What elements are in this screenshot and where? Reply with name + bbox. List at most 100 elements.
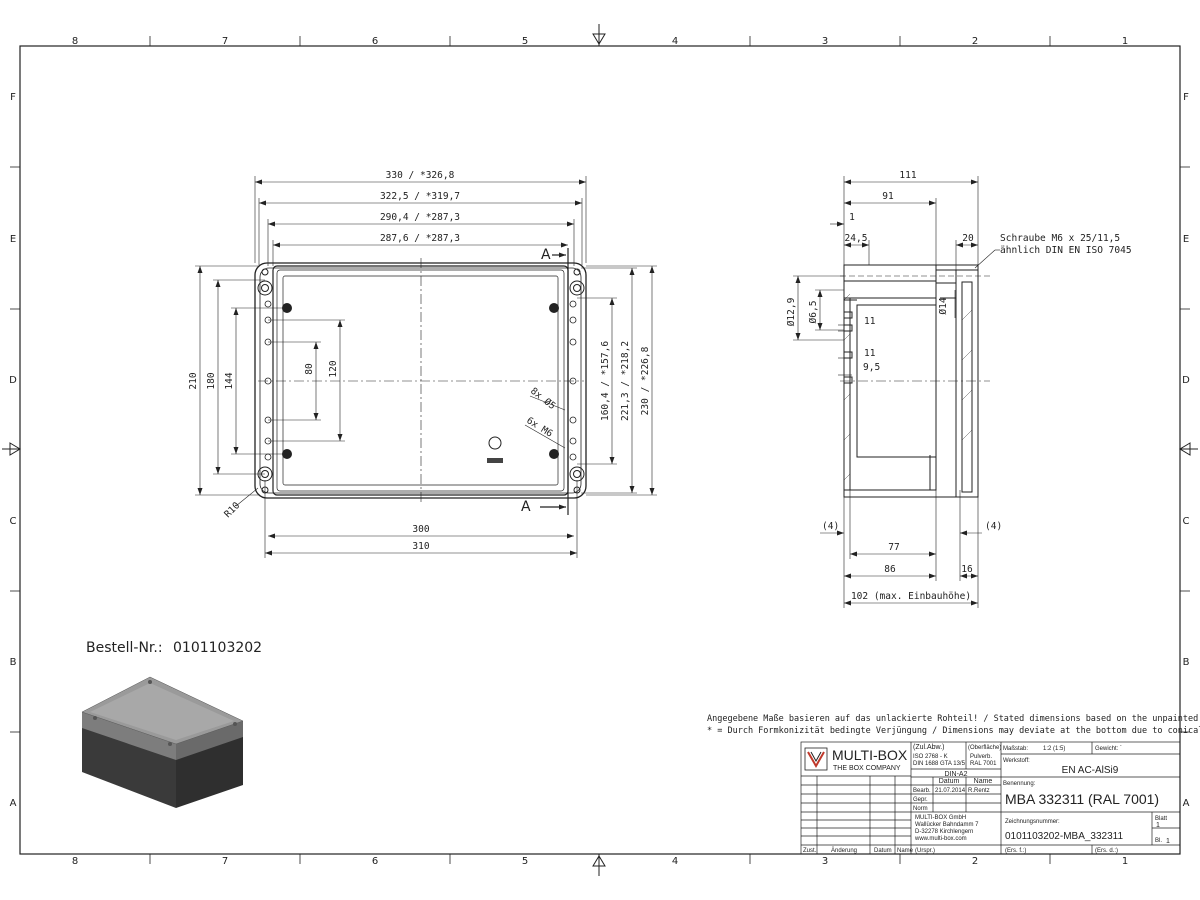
iso-2768: ISO 2768 - K	[913, 754, 948, 760]
grid-row-left-e: E	[10, 234, 16, 245]
dim-330: 330 / *326,8	[386, 170, 455, 181]
grid-row-right-f: F	[1183, 92, 1189, 103]
grid-row-left-d: D	[9, 375, 17, 386]
grid-col-top-4: 5	[522, 36, 528, 47]
bearb-date: 21.07.2014	[935, 788, 966, 794]
blatt-label: Blatt	[1155, 816, 1167, 822]
dim-144: 144	[224, 372, 235, 389]
brand-tagline: THE BOX COMPANY	[833, 765, 901, 772]
dim-300: 300	[412, 524, 429, 535]
grid-row-right-e: E	[1183, 234, 1189, 245]
side-dim-lines	[793, 176, 1000, 608]
logo-mark	[487, 458, 503, 463]
dim-80: 80	[304, 363, 315, 375]
ursp-label: (Urspr.)	[915, 848, 935, 854]
benennung-label: Benennung:	[1003, 781, 1036, 787]
grid-col-bot-2: 7	[222, 856, 228, 867]
gepr-label: Gepr.	[913, 797, 928, 803]
section-a-marker	[540, 248, 569, 515]
side-dim-d14: Ø14	[938, 297, 949, 314]
side-hatch	[843, 293, 973, 481]
dim-160-4: 160,4 / *157,6	[600, 341, 611, 421]
side-dim-d12-9: Ø12,9	[786, 297, 797, 326]
side-view: 111 91 1 24,5 20 Ø12,9 Ø6,5 11 11 9,5 Ø1…	[786, 170, 1132, 608]
name2-label: Name	[897, 848, 914, 854]
grid-row-left-b: B	[10, 657, 17, 668]
grid-col-bot-8: 1	[1122, 856, 1128, 867]
sheet-frame	[19, 45, 1181, 855]
zul-abw: (Zul.Abw.)	[913, 744, 945, 751]
dim-230: 230 / *226,8	[640, 346, 651, 415]
note-conical: * = Durch Formkonizität bedingte Verjüng…	[707, 726, 1200, 736]
grid-labels: 8 7 6 5 4 3 2 1 8 7 6 5 4 3 2 1 F E D C …	[9, 36, 1190, 867]
company-web: www.multi-box.com	[914, 836, 967, 842]
dim-287-6: 287,6 / *287,3	[380, 233, 460, 244]
centering-marks	[2, 24, 1198, 876]
dim-120: 120	[328, 360, 339, 377]
side-dim-91: 91	[882, 191, 894, 202]
ers-d-label: (Ers. d.:)	[1095, 848, 1118, 854]
ral-7001: RAL 7001	[970, 761, 997, 767]
oberflaeche: (Oberfläche)	[968, 745, 1001, 751]
holes-8x-d5: 8x Ø5	[528, 386, 557, 412]
grid-row-left-a: A	[10, 798, 17, 809]
din-a2: DIN-A2	[945, 771, 968, 778]
grid-row-right-b: B	[1183, 657, 1190, 668]
enclosure-3d-image	[81, 676, 244, 808]
massstab-value: 1:2 (1:5)	[1043, 746, 1065, 752]
werkstoff-value: EN AC-AlSi9	[1062, 765, 1119, 776]
dim-210: 210	[188, 372, 199, 389]
side-dim-16: 16	[961, 564, 973, 575]
benennung-value: MBA 332311 (RAL 7001)	[1005, 791, 1159, 807]
datum2-label: Datum	[874, 848, 892, 854]
center-hole	[488, 436, 502, 450]
grid-col-top-6: 3	[822, 36, 828, 47]
side-dim-d6-5: Ø6,5	[808, 301, 819, 324]
grid-col-bot-5: 4	[672, 856, 678, 867]
pulverb: Pulverb.	[970, 754, 992, 760]
grid-col-top-1: 8	[72, 36, 78, 47]
grid-col-top-3: 6	[372, 36, 378, 47]
datum-header: Datum	[939, 778, 960, 785]
name-header: Name	[974, 778, 993, 785]
dim-180: 180	[206, 372, 217, 389]
bearb-name: R.Rentz	[968, 788, 990, 794]
side-holes	[264, 300, 577, 461]
werkstoff-label: Werkstoff:	[1003, 758, 1030, 764]
gewicht-label: Gewicht: ´	[1095, 746, 1122, 752]
grid-col-top-7: 2	[972, 36, 978, 47]
din-1688: DIN 1688 GTA 13/5	[913, 761, 966, 767]
company-city: D-32278 Kirchlengern	[915, 829, 973, 835]
zeichnungsnummer-value: 0101103202-MBA_332311	[1005, 831, 1124, 842]
side-dim-4-right: (4)	[985, 521, 1002, 532]
side-dim-86: 86	[884, 564, 896, 575]
brand-name: MULTI-BOX	[832, 747, 908, 763]
side-dim-20: 20	[962, 233, 974, 244]
front-view-outline	[254, 258, 587, 503]
grid-ticks	[10, 36, 1190, 864]
aenderung-label: Änderung	[831, 847, 857, 854]
side-dim-1: 1	[849, 212, 855, 223]
front-view: A A	[188, 170, 657, 558]
grid-row-left-f: F	[10, 92, 16, 103]
bl-value: 1	[1166, 838, 1170, 845]
massstab-label: Maßstab:	[1003, 746, 1028, 752]
norm-label: Norm	[913, 806, 928, 812]
side-dim-11b: 11	[864, 348, 876, 359]
grid-col-bot-3: 6	[372, 856, 378, 867]
title-block: MULTI-BOX THE BOX COMPANY (Zul.Abw.) ISO…	[800, 741, 1181, 855]
side-dim-11a: 11	[864, 316, 876, 327]
grid-row-right-d: D	[1182, 375, 1190, 386]
side-dim-111: 111	[899, 170, 916, 181]
side-dim-24-5: 24,5	[845, 233, 868, 244]
side-view-section	[840, 264, 990, 498]
grid-col-bot-4: 5	[522, 856, 528, 867]
ers-f-label: (Ers. f.:)	[1005, 848, 1026, 854]
grid-row-left-c: C	[10, 516, 17, 527]
side-dim-77: 77	[888, 542, 899, 553]
bl-label: Bl.	[1155, 838, 1162, 844]
zeichnungsnummer-label: Zeichnungsnummer:	[1005, 819, 1060, 825]
dim-322-5: 322,5 / *319,7	[380, 191, 460, 202]
grid-row-right-a: A	[1183, 798, 1190, 809]
